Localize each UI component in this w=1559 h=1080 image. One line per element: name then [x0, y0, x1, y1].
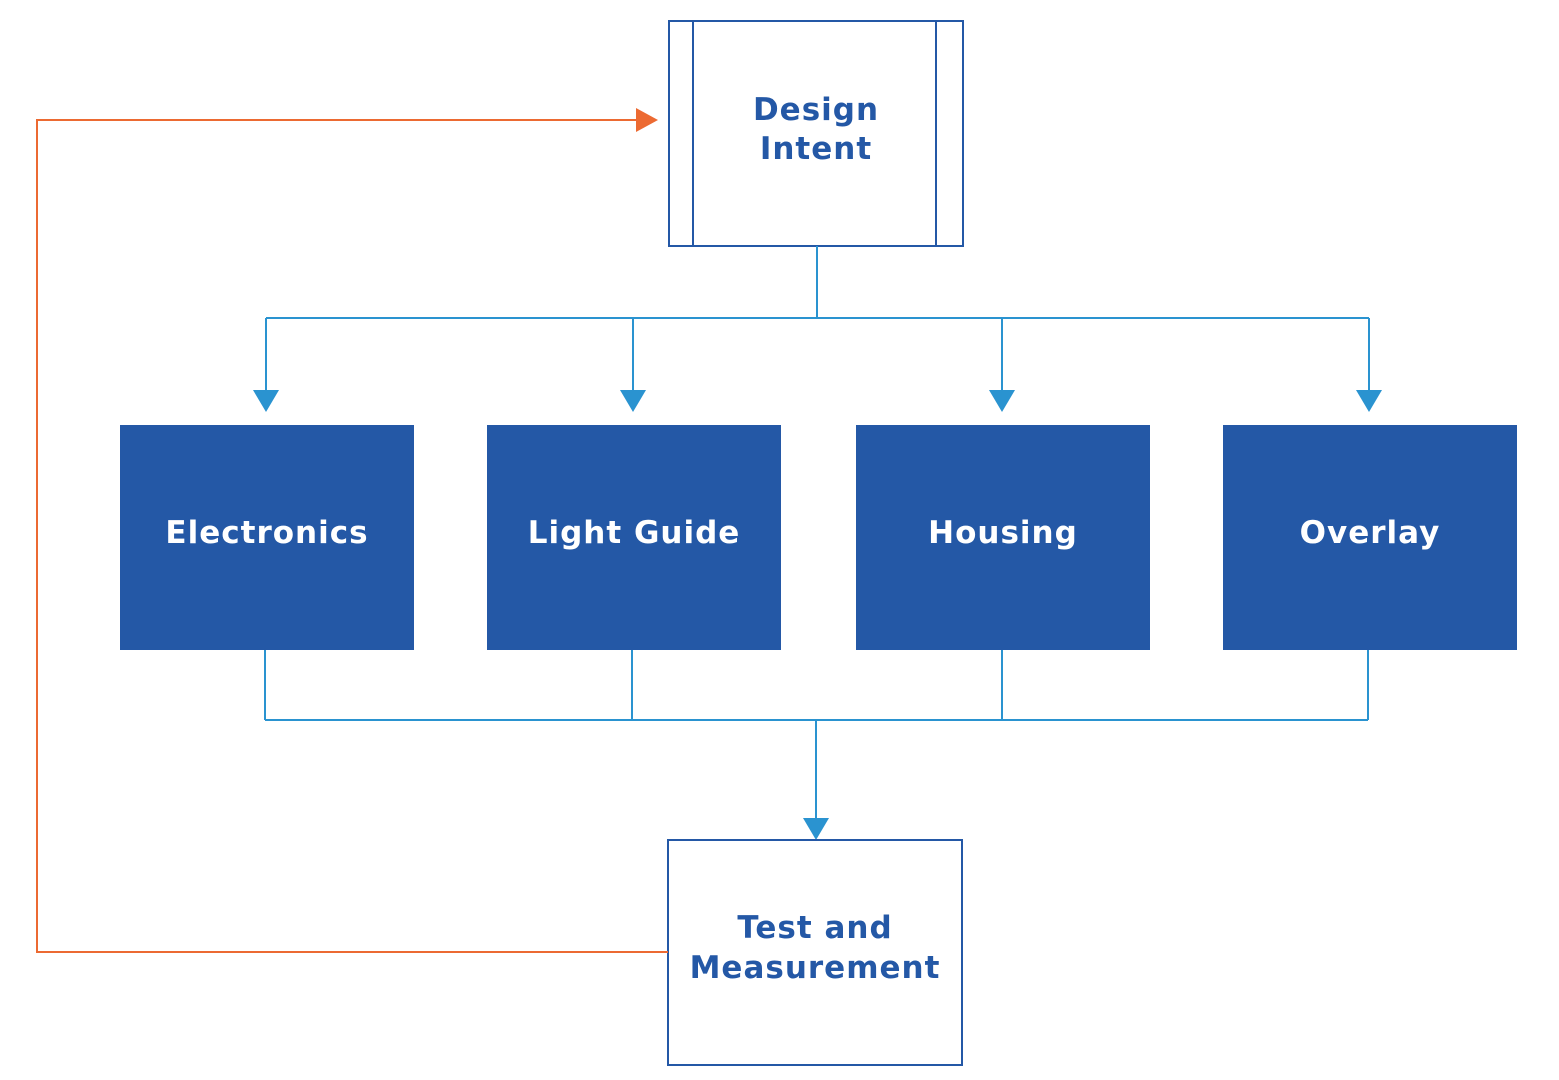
- test-measurement-box: Test and Measurement: [667, 839, 963, 1066]
- feedback-line: [36, 119, 668, 953]
- overlay-box: Overlay: [1223, 425, 1517, 650]
- overlay-label: Overlay: [1300, 515, 1441, 551]
- design-intent-label-line2: Intent: [760, 131, 872, 167]
- arrowhead-light-guide: [620, 390, 646, 412]
- bottom-connectors: [264, 650, 1369, 822]
- arrowhead-electronics: [253, 390, 279, 412]
- electronics-box: Electronics: [120, 425, 414, 650]
- test-measurement-label-line1: Test and: [737, 910, 892, 946]
- housing-label: Housing: [928, 515, 1078, 551]
- light-guide-label: Light Guide: [528, 515, 741, 551]
- design-intent-label-line1: Design: [753, 92, 879, 128]
- arrowhead-housing: [989, 390, 1015, 412]
- design-intent-box: Design Intent: [668, 20, 964, 247]
- top-connectors: [266, 246, 1369, 319]
- feedback-loop: [36, 108, 668, 953]
- component-arrows: [253, 318, 1382, 412]
- light-guide-box: Light Guide: [487, 425, 781, 650]
- feedback-arrowhead: [636, 108, 658, 132]
- test-measurement-label-line2: Measurement: [690, 950, 941, 986]
- arrowhead-test-measurement: [803, 818, 829, 840]
- electronics-label: Electronics: [165, 515, 368, 551]
- housing-box: Housing: [856, 425, 1150, 650]
- arrowhead-overlay: [1356, 390, 1382, 412]
